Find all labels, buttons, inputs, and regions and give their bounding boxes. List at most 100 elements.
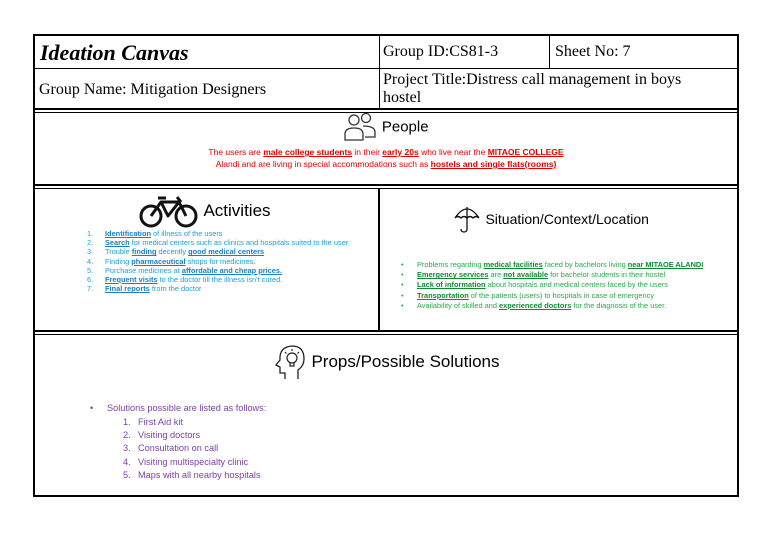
ideation-canvas: Ideation Canvas Group ID:CS81-3 Sheet No… [33, 34, 739, 497]
highlight-segment: Emergency services [417, 270, 489, 280]
list-item: 3.Consultation on call [123, 442, 261, 455]
list-item: 4. Visiting multispecialty clinic [123, 456, 261, 469]
highlight-segment: Frequent visits [105, 275, 158, 285]
list-item: 1.Identification of illness of the users [87, 229, 387, 238]
highlight-segment: near MITAOE ALANDI [627, 260, 704, 269]
umbrella-icon [454, 207, 480, 233]
situation-heading: Situation/Context/Location [453, 204, 649, 234]
divider [35, 334, 737, 335]
text-segment: Purchase medicines at [105, 265, 182, 275]
list-item: 3. Trouble finding decently good medical … [87, 247, 387, 256]
list-item: •Emergency services are not available fo… [401, 270, 741, 280]
highlight-segment: good medical centers [188, 247, 265, 257]
item-number: 4. [87, 256, 94, 266]
bicycle-icon [139, 196, 198, 228]
solutions-intro: • Solutions possible are listed as follow… [90, 403, 266, 413]
divider [35, 112, 737, 113]
item-text: Consultation on call [138, 443, 219, 454]
highlight-segment: Identification [105, 229, 151, 238]
project-title-line: hostel [383, 89, 422, 106]
text-segment: from the doctor [149, 284, 202, 294]
divider [549, 36, 550, 68]
group-name: Group Name: Mitigation Designers [39, 81, 267, 98]
text-segment: Availability of skilled and [417, 300, 500, 310]
text-segment: faced by bachelors living [542, 260, 628, 269]
text-segment: for the diagnosis of the user. [571, 300, 667, 310]
item-number: 5. [123, 469, 131, 480]
text-segment: shops for medicines. [185, 256, 256, 266]
activities-list: 1.Identification of illness of the users… [87, 229, 387, 293]
divider [35, 108, 737, 110]
divider [378, 188, 380, 331]
highlight-segment: affordable and cheap prices. [181, 265, 283, 275]
list-item: 2. Search for medical centers such as cli… [87, 238, 387, 247]
text-segment: Alandi and are living in special accommo… [215, 159, 431, 169]
situation-list: • Problems regarding medical facilities f… [401, 260, 741, 311]
text-segment: of the patients (users) to hospitals in … [468, 290, 655, 300]
highlight-segment: Search [105, 238, 130, 248]
list-item: 2.Visiting doctors [123, 429, 261, 442]
highlight-segment: medical facilities [483, 260, 543, 269]
people-heading: People [35, 112, 737, 142]
item-text: First Aid kit [138, 417, 183, 427]
text-segment: who live near the [418, 147, 488, 157]
highlight-segment: MITAOE COLLEGE [487, 147, 564, 157]
activities-heading: Activities [139, 194, 271, 228]
item-number: 1. [123, 417, 131, 427]
list-item: • Availability of skilled and experienced… [401, 301, 741, 311]
item-number: 2. [87, 238, 94, 248]
text-segment: The users are [208, 147, 264, 157]
situation-label: Situation/Context/Location [485, 211, 649, 227]
group-id: Group ID:CS81-3 [383, 43, 499, 60]
highlight-segment: Final reports [105, 284, 150, 294]
bullet: • [90, 403, 94, 413]
text-segment: decently [156, 247, 189, 257]
project-title-line: Project Title:Distress call management i… [383, 71, 682, 88]
text-segment: Finding [105, 256, 132, 266]
solutions-heading: Props/Possible Solutions [273, 343, 500, 381]
item-text: Visiting multispecialty clinic [138, 456, 249, 467]
solutions-label: Props/Possible Solutions [311, 352, 500, 371]
list-item: 7.Final reports from the doctor [87, 284, 387, 293]
text-segment: in their [352, 147, 383, 157]
highlight-segment: early 20s [382, 147, 419, 157]
list-item: •Lack of information about hospitals and… [401, 280, 741, 290]
highlight-segment: male college students [263, 147, 353, 157]
highlight-segment: hostels and single flats(rooms) [430, 159, 557, 169]
people-label: People [381, 118, 429, 136]
bullet: • [401, 290, 404, 300]
text-segment: for medical centers such as clinics and … [129, 238, 349, 248]
list-item: 6. Frequent visits to the doctor till the… [87, 275, 387, 284]
divider [35, 68, 737, 69]
item-number: 4. [123, 456, 131, 467]
item-number: 3. [87, 247, 94, 257]
canvas-title: Ideation Canvas [40, 40, 189, 65]
project-title: Project Title:Distress call management i… [383, 71, 681, 107]
item-number: 6. [87, 275, 94, 285]
solutions-list: 1. First Aid kit 2.Visiting doctors 3.Con… [123, 416, 261, 482]
people-icon [344, 112, 377, 141]
highlight-segment: finding [131, 247, 157, 257]
bullet: • [401, 260, 404, 269]
divider [379, 36, 380, 108]
list-item: • Problems regarding medical facilities f… [401, 260, 741, 270]
highlight-segment: Lack of information [417, 280, 486, 290]
divider [35, 330, 737, 332]
item-number: 1. [87, 229, 94, 238]
bullet: • [401, 300, 404, 310]
divider [35, 184, 737, 186]
highlight-segment: Transportation [417, 290, 469, 300]
text-segment: to the doctor till the illness isn't cur… [157, 275, 283, 285]
text-segment: Solutions possible are listed as follows… [107, 403, 267, 413]
item-number: 5. [87, 265, 94, 275]
list-item: • Transportation of the patients (users) … [401, 291, 741, 301]
text-segment: Problems regarding [417, 260, 484, 269]
bullet: • [401, 270, 404, 280]
highlight-segment: experienced doctors [499, 300, 572, 310]
highlight-segment: not available [503, 270, 549, 280]
list-item: 1. First Aid kit [123, 416, 261, 429]
people-description: The users are male college students in t… [135, 146, 637, 170]
highlight-segment: pharmaceutical [131, 256, 186, 266]
text-segment: Trouble [105, 247, 132, 257]
text-segment: are [488, 270, 504, 280]
